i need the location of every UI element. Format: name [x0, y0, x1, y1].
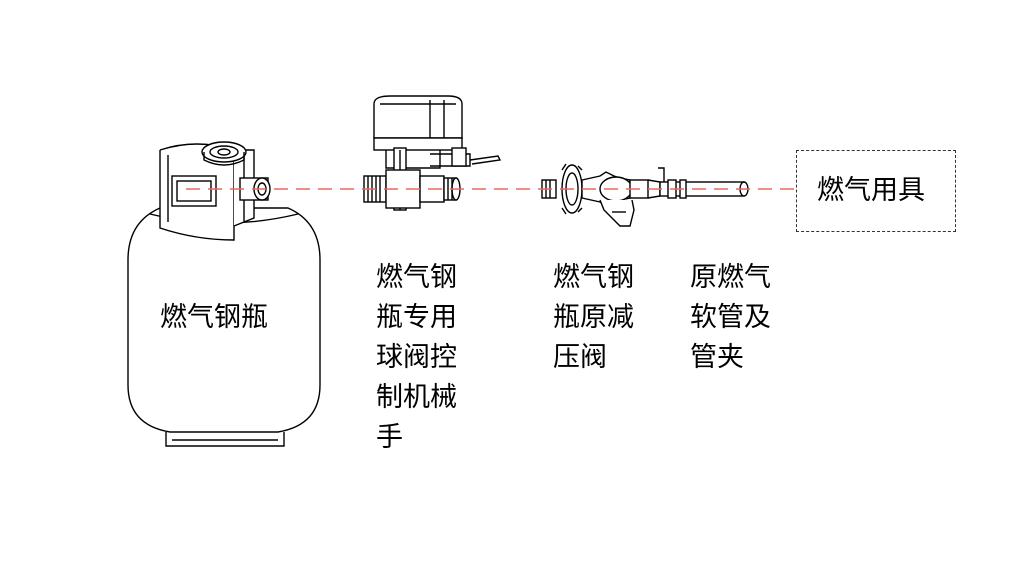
hose-clamp-label: 原燃气 软管及 管夹: [690, 258, 771, 378]
pressure-regulator: [541, 163, 665, 227]
regulator-label-line: 瓶原减: [553, 302, 634, 333]
gas-cylinder: [127, 141, 321, 447]
regulator-label: 燃气钢 瓶原减 压阀: [553, 258, 634, 378]
appliance-box: [796, 150, 956, 232]
valve-label-line: 手: [376, 422, 403, 453]
valve-label-line: 球阀控: [376, 342, 457, 373]
valve-label-line: 燃气钢: [376, 262, 457, 293]
valve-manipulator: [363, 95, 502, 211]
appliance-label: 燃气用具: [817, 175, 925, 206]
regulator-label-line: 压阀: [553, 342, 607, 373]
cylinder-label: 燃气钢瓶: [160, 302, 268, 333]
hose-label-line: 管夹: [690, 342, 744, 373]
valve-label-line: 瓶专用: [376, 302, 457, 333]
hose-label-line: 软管及: [690, 302, 771, 333]
regulator-label-line: 燃气钢: [553, 262, 634, 293]
valve-label-line: 制机械: [376, 382, 457, 413]
valve-manipulator-label: 燃气钢 瓶专用 球阀控 制机械 手: [376, 258, 457, 458]
hose-label-line: 原燃气: [690, 262, 771, 293]
